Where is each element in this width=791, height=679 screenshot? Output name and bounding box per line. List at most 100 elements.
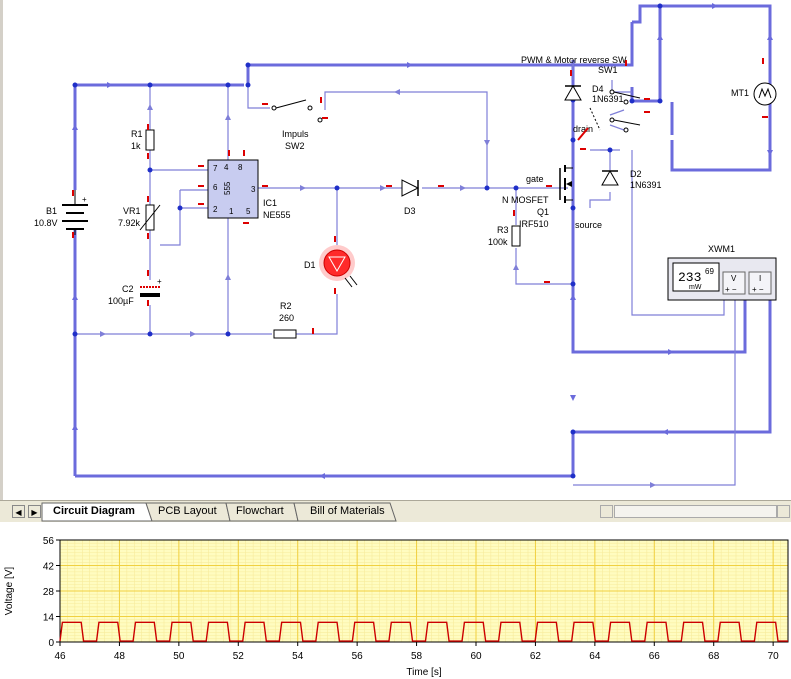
tab-circuit-diagram[interactable]: Circuit Diagram [53,505,135,517]
ic1-ne555[interactable]: 7 4 8 6 2 1 5 3 555 [198,150,268,224]
x-tick-label: 48 [114,651,126,662]
circuit-canvas[interactable]: + B1 10.8V R1 1k VR1 7.92k + C2 100µF 7 … [0,0,791,500]
vr1-name: VR1 [123,206,141,216]
x-tick-label: 60 [470,651,482,662]
d2-value: 1N6391 [630,180,662,190]
x-tick-label: 52 [233,651,245,662]
svg-text:1: 1 [229,207,234,216]
sw2-value: SW2 [285,141,305,151]
hscroll-right-button[interactable] [777,505,790,518]
hscroll-left-button[interactable] [600,505,613,518]
tabs-svg [41,502,397,522]
d1-name: D1 [304,260,316,270]
b1-value: 10.8V [34,218,58,228]
voltage-trace [59,621,788,642]
tab-bill-of-materials[interactable]: Bill of Materials [310,505,385,517]
x-tick-label: 62 [530,651,542,662]
c2-value: 100µF [108,296,134,306]
y-tick-label: 28 [43,587,55,598]
r2-value: 260 [279,313,294,323]
x-tick-label: 68 [708,651,720,662]
d3-name: D3 [404,206,416,216]
ic-body-text: 555 [223,181,232,195]
junction-nodes [72,3,663,479]
sw2-name: Impuls [282,129,309,139]
thick-wires [73,4,772,478]
d2-name: D2 [630,169,642,179]
resistor-r2[interactable] [273,328,314,339]
q1-name: Q1 [537,207,549,217]
svg-text:+: + [82,195,87,204]
tab-bom-shape [293,502,397,522]
y-tick-label: 0 [48,638,54,649]
c2-name: C2 [122,284,134,294]
svg-text:8: 8 [238,163,243,172]
r3-name: R3 [497,225,509,235]
resistor-r3[interactable] [511,210,550,283]
gate-label: gate [526,174,544,184]
svg-text:3: 3 [251,185,256,194]
switch-sw2[interactable] [262,97,328,123]
y-axis-label: Voltage [V] [4,567,15,616]
svg-text:7: 7 [213,164,218,173]
x-tick-label: 54 [292,651,304,662]
x-tick-label: 46 [54,651,66,662]
motor-mt1[interactable] [753,58,777,118]
drain-label: drain [573,124,593,134]
triangle-right-icon: ▶ [31,508,38,517]
thin-arrows [100,89,656,488]
svg-text:6: 6 [213,183,218,192]
meter-v-terminals: + − [725,285,737,294]
meter-reading: 233 [678,270,701,285]
x-tick-label: 50 [173,651,185,662]
x-tick-label: 56 [352,651,364,662]
left-edge [0,0,3,500]
ic1-value: NE555 [263,210,291,220]
r3-value: 100k [488,237,508,247]
y-tick-label: 56 [43,536,55,547]
tab-pcb-layout[interactable]: PCB Layout [158,505,217,517]
sw1-name: PWM & Motor reverse SW [521,55,627,65]
y-tick-label: 42 [43,562,55,573]
x-tick-label: 66 [649,651,661,662]
battery-b1[interactable]: + [62,190,88,238]
tab-scroll-left-button[interactable]: ◀ [12,505,25,518]
meter-unit: mW [689,284,702,291]
mosfet-q1[interactable] [546,148,586,203]
svg-text:4: 4 [224,163,229,172]
switch-sw1[interactable] [577,60,650,141]
x-tick-label: 58 [411,651,423,662]
capacitor-c2[interactable]: + [140,270,162,306]
q1-value: IRF510 [519,219,549,229]
x-axis-label: Time [s] [406,667,441,678]
meter-sup: 69 [705,267,714,276]
potentiometer-vr1[interactable] [139,196,161,239]
meter-v-label: V [731,274,737,283]
tab-scroll-right-button[interactable]: ▶ [28,505,41,518]
led-d1[interactable] [319,236,358,294]
diode-d4[interactable] [564,70,582,101]
meter-i-label: I [759,274,761,283]
svg-text:2: 2 [213,205,218,214]
sheet-tab-bar: ◀ ▶ Circuit Diagram PCB Layout Flowchart… [0,500,791,523]
meter-i-terminals: + − [752,285,764,294]
y-tick-label: 14 [43,613,55,624]
wattmeter-xwm1[interactable] [667,257,777,301]
diode-d3[interactable] [386,179,444,197]
r2-name: R2 [280,301,292,311]
schematic-svg: + B1 10.8V R1 1k VR1 7.92k + C2 100µF 7 … [0,0,777,500]
r1-name: R1 [131,129,143,139]
triangle-left-icon: ◀ [15,508,22,517]
vr1-value: 7.92k [118,218,141,228]
horizontal-scrollbar[interactable] [614,505,777,518]
x-tick-label: 64 [589,651,601,662]
resistor-r1[interactable] [145,124,155,159]
tab-flowchart[interactable]: Flowchart [236,505,284,517]
wire-arrows [72,3,773,479]
mt1-name: MT1 [731,88,749,98]
diode-d2[interactable] [601,169,619,186]
svg-text:+: + [157,277,162,286]
ic1-name: IC1 [263,198,277,208]
